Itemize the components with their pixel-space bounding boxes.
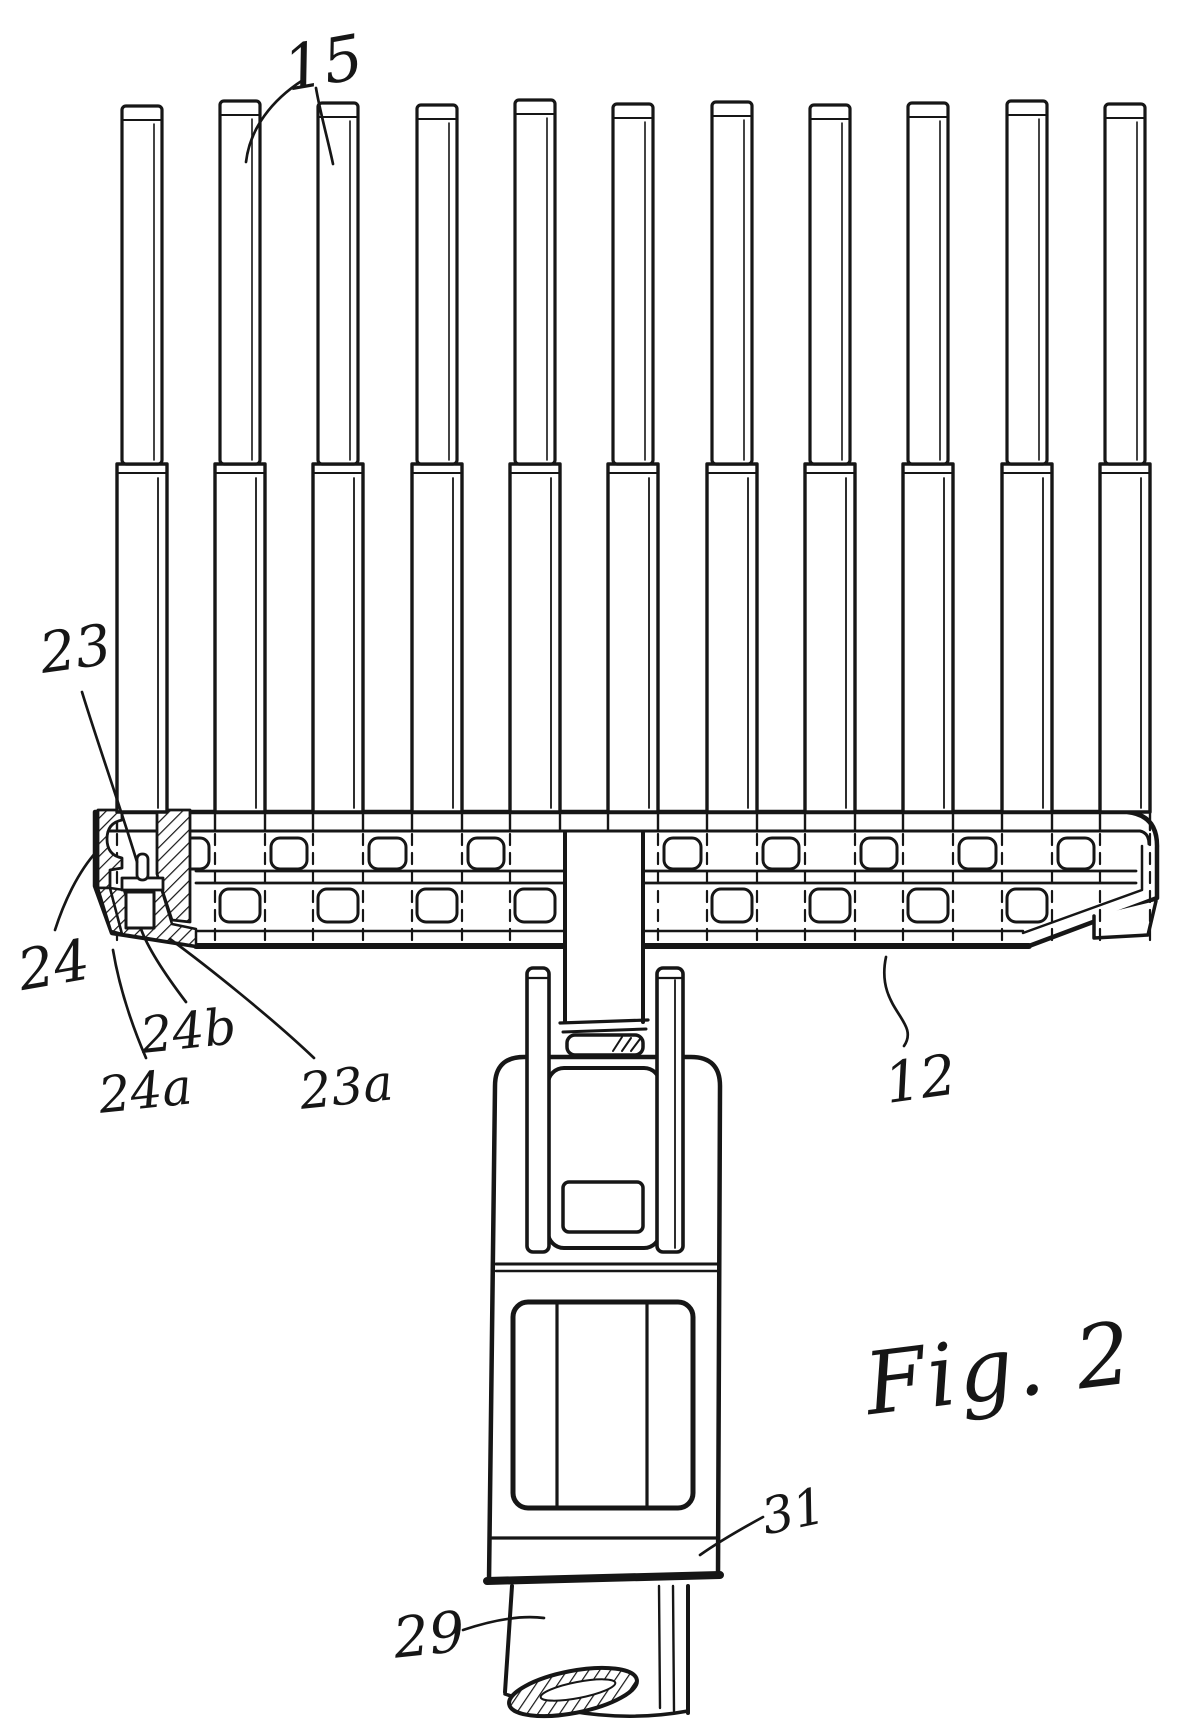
stem-body [566, 833, 642, 1023]
tube-left-edge [503, 1584, 514, 1694]
label-15: 15 [278, 20, 368, 106]
label-29: 29 [389, 1600, 468, 1672]
latch-window [561, 1180, 645, 1234]
leader-12 [883, 955, 910, 1048]
label-24b: 24b [137, 997, 239, 1065]
bar-cell [761, 836, 801, 871]
bar-cell [808, 887, 852, 924]
tine [1098, 102, 1152, 814]
bar-cell [218, 887, 262, 924]
bar-cell [859, 836, 899, 871]
tine [508, 98, 562, 814]
leader-31 [698, 1515, 765, 1557]
leader-15-left [244, 78, 305, 164]
label-24: 24 [12, 928, 94, 1005]
yoke-bracket [525, 966, 685, 1254]
tine [705, 100, 759, 814]
housing-bottom-edge [483, 1571, 724, 1585]
tine [410, 103, 464, 814]
tine [115, 104, 169, 814]
tine [311, 101, 365, 814]
retainer-pin [135, 852, 150, 882]
yoke-right-arm [655, 966, 685, 1254]
head-bar-top-inner-line [97, 829, 1151, 846]
leader-29 [461, 1615, 546, 1632]
leader-lines [53, 78, 910, 1632]
figure-caption: Fig. 2 [858, 1303, 1140, 1435]
tine [213, 99, 267, 814]
label-24a: 24a [95, 1057, 195, 1125]
bar-cell [367, 836, 408, 871]
bar-cell [1056, 836, 1096, 871]
end-cap-hatched-block-left [96, 808, 124, 890]
bar-cell [1005, 887, 1049, 924]
stem-chamfer-line2 [561, 1027, 648, 1034]
bar-cell [466, 836, 506, 871]
leader-23a [168, 937, 316, 1060]
handle-tube [503, 1584, 690, 1719]
label-31: 31 [756, 1476, 830, 1546]
leader-15-right [314, 86, 335, 166]
tube-inner-line [657, 1584, 662, 1710]
stem [558, 831, 650, 1057]
head-bar-right-inner-line [1021, 844, 1144, 935]
leader-24b [139, 927, 188, 1004]
left-end-cap [96, 808, 198, 948]
socket-housing [483, 1054, 724, 1585]
bar-cell [415, 887, 459, 924]
retainer-block [124, 890, 156, 930]
tine [606, 102, 660, 814]
label-23: 23 [35, 613, 116, 687]
bar-cell [957, 836, 998, 871]
bar-cell [710, 887, 754, 924]
collar-hatch-tick [621, 1037, 632, 1052]
bar-cell [513, 887, 557, 924]
tine [1000, 99, 1054, 814]
tine [803, 103, 857, 814]
leader-24a [111, 948, 148, 1060]
yoke-left-arm [525, 966, 551, 1254]
hidden-line-dashes [115, 811, 1152, 944]
bar-cell [316, 887, 360, 924]
tube-inner-line2 [671, 1584, 676, 1713]
housing-lower-window [510, 1299, 696, 1511]
bar-cells-upper-row [171, 836, 1096, 871]
end-cap-hatched-block-right [155, 808, 192, 924]
tines [115, 98, 1152, 814]
bar-cell [269, 836, 309, 871]
tine [901, 101, 955, 814]
stem-chamfer-line [558, 1018, 650, 1025]
leader-24 [53, 849, 99, 932]
leader-23 [80, 690, 139, 864]
bar-cell [906, 887, 950, 924]
collar-hatch-tick [630, 1038, 641, 1052]
bar-cells-lower-row [218, 887, 1049, 924]
tube-cut-end-bore [539, 1678, 617, 1702]
bar-cell [662, 836, 703, 871]
label-23a: 23a [296, 1053, 396, 1121]
reference-labels: 15 23 24 24b 24a 23a 12 31 29 Fig. 2 [12, 20, 1139, 1672]
collar-hatch-tick [612, 1036, 623, 1052]
label-12: 12 [881, 1043, 961, 1117]
head-bar-foot-tab [1092, 899, 1158, 940]
